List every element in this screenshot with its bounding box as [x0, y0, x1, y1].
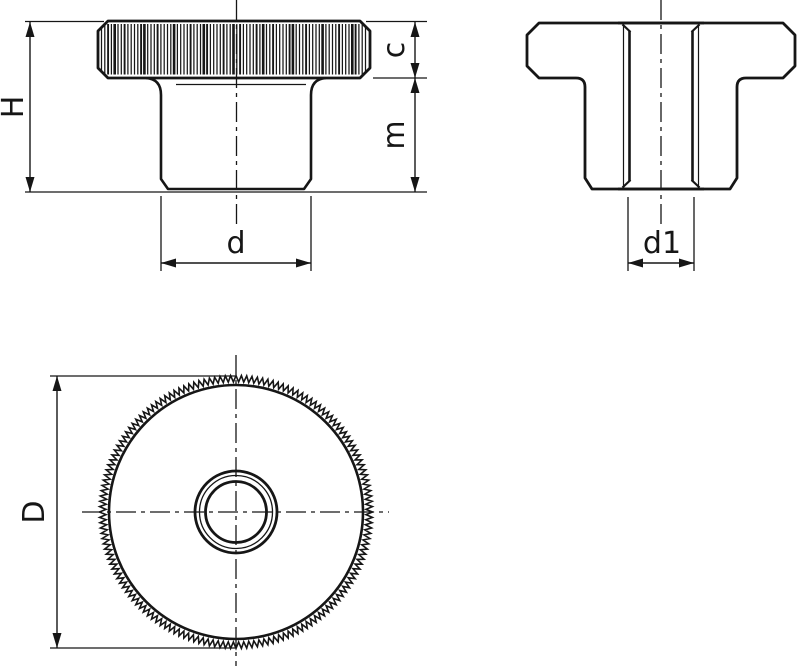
thread-circle	[198, 474, 274, 550]
dim-label-H: H	[0, 96, 31, 119]
hole-chamfers	[621, 23, 701, 189]
knurl-hatch	[100, 24, 367, 75]
dimensions: H c m d d1 D	[0, 20, 695, 649]
dim-label-D: D	[17, 500, 52, 523]
dim-label-m: m	[377, 120, 412, 149]
front-view	[82, 355, 389, 666]
section-view	[525, 0, 797, 228]
dim-label-d1: d1	[643, 226, 681, 261]
extension-lines	[25, 20, 695, 649]
dim-label-c: c	[377, 42, 412, 59]
dimension-arrows	[25, 22, 694, 648]
hole-chamfer-circle	[193, 469, 279, 555]
side-view	[96, 0, 372, 224]
dim-label-d: d	[226, 226, 245, 261]
hole-bore-circle	[204, 480, 268, 544]
dimension-lines	[29, 22, 694, 648]
